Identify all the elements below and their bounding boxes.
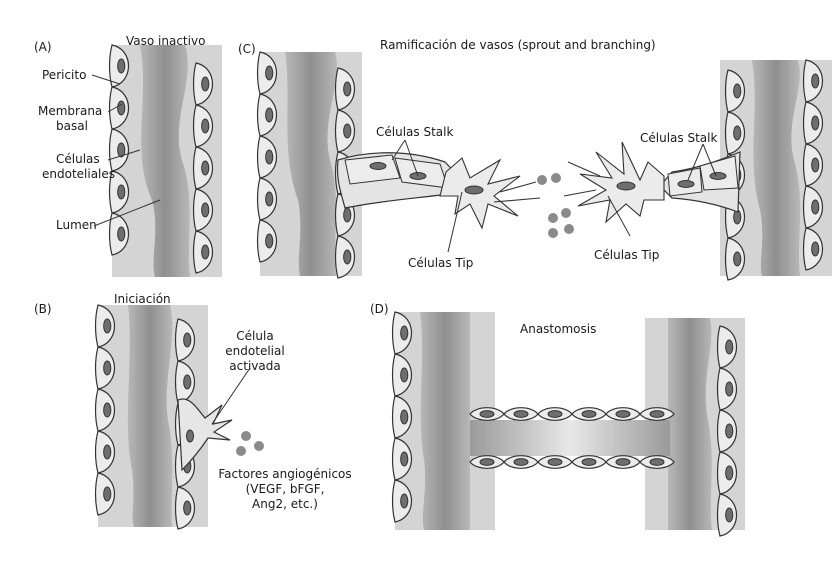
panel-a-pointers (0, 0, 840, 567)
